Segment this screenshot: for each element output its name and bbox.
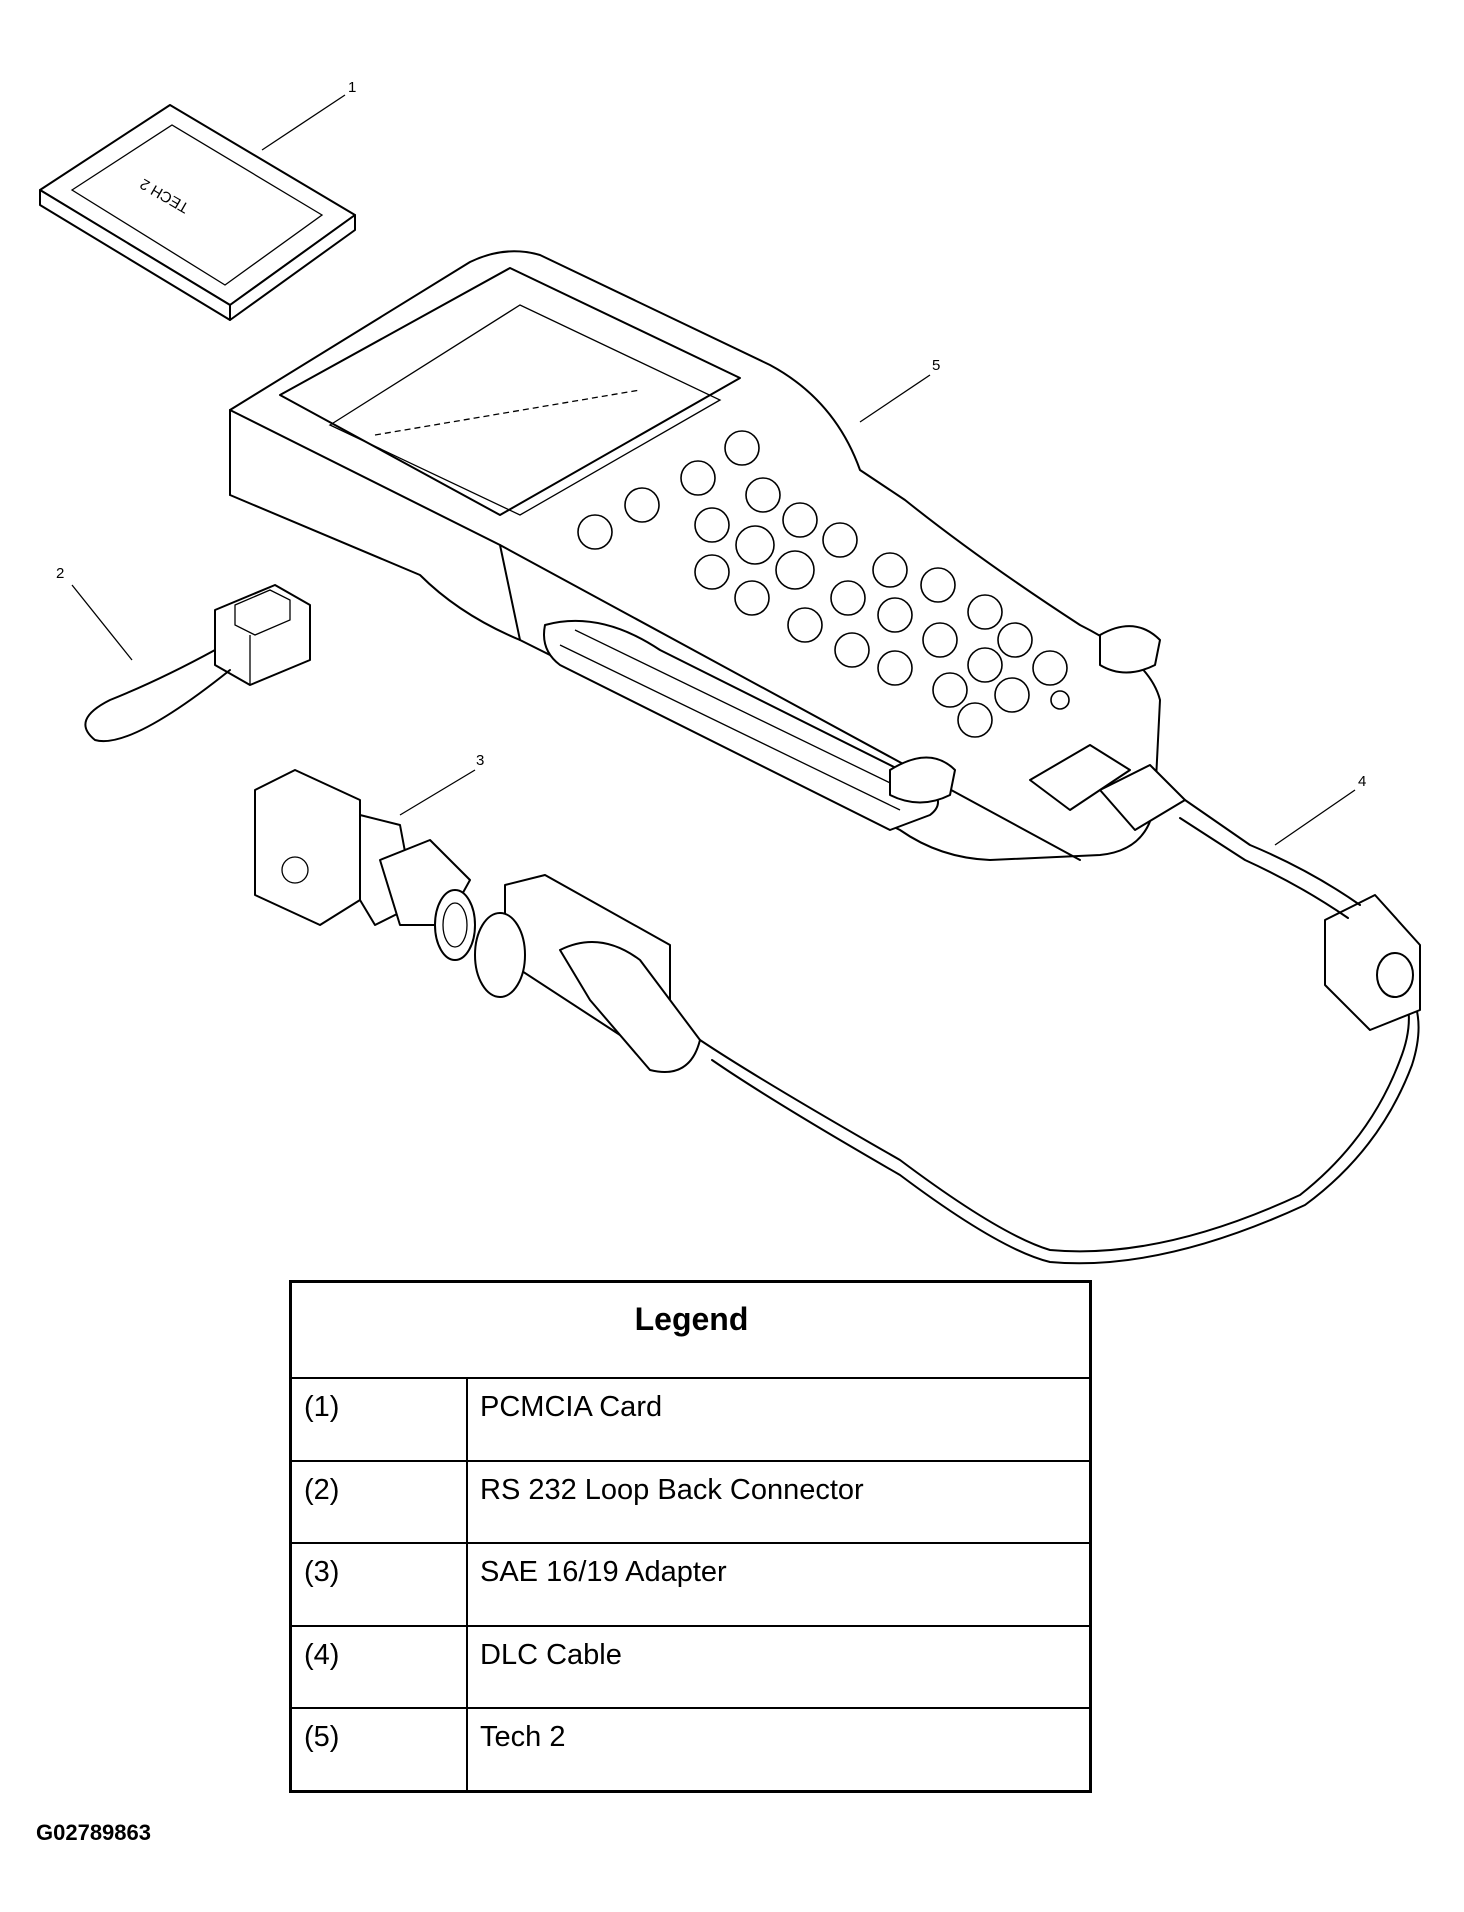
leader-line-2 bbox=[71, 584, 133, 661]
legend-item-label: DLC Cable bbox=[466, 1624, 1092, 1710]
legend-row: (2) RS 232 Loop Back Connector bbox=[289, 1459, 1092, 1545]
legend-row: (3) SAE 16/19 Adapter bbox=[289, 1542, 1092, 1627]
legend-item-label: Tech 2 bbox=[466, 1707, 1092, 1793]
legend-table: Legend (1) PCMCIA Card (2) RS 232 Loop B… bbox=[289, 1280, 1092, 1793]
legend-row: (1) PCMCIA Card bbox=[289, 1377, 1092, 1462]
legend-item-number: (5) bbox=[289, 1707, 468, 1793]
legend-item-number: (3) bbox=[289, 1542, 468, 1627]
callout-1: 1 bbox=[348, 79, 356, 96]
pcmcia-card-illustration: TECH 2 bbox=[39, 104, 356, 321]
callout-2: 2 bbox=[56, 565, 64, 582]
legend-title: Legend bbox=[289, 1280, 1092, 1379]
legend-header-row: Legend bbox=[289, 1280, 1092, 1379]
sae-adapter-illustration bbox=[254, 769, 476, 961]
leader-line-1 bbox=[261, 94, 346, 151]
callout-5: 5 bbox=[932, 357, 940, 374]
leader-line-4 bbox=[1274, 789, 1356, 846]
legend-item-number: (1) bbox=[289, 1377, 468, 1462]
leader-line-5 bbox=[859, 374, 931, 423]
dlc-cable-illustration bbox=[474, 799, 1421, 1265]
legend-row: (4) DLC Cable bbox=[289, 1624, 1092, 1710]
tech2-exploded-diagram: TECH 2 1 bbox=[39, 79, 1421, 1265]
leader-line-3 bbox=[399, 769, 476, 816]
loopback-connector-illustration bbox=[84, 584, 311, 743]
tech2-body-illustration bbox=[229, 250, 1186, 861]
callout-4: 4 bbox=[1358, 773, 1366, 790]
callout-3: 3 bbox=[476, 752, 484, 769]
legend-item-number: (4) bbox=[289, 1624, 468, 1710]
legend-item-label: PCMCIA Card bbox=[466, 1377, 1092, 1462]
figure-id: G02789863 bbox=[36, 1820, 151, 1845]
legend-item-label: RS 232 Loop Back Connector bbox=[466, 1459, 1092, 1545]
legend-row: (5) Tech 2 bbox=[289, 1707, 1092, 1793]
legend-item-number: (2) bbox=[289, 1459, 468, 1545]
legend-item-label: SAE 16/19 Adapter bbox=[466, 1542, 1092, 1627]
